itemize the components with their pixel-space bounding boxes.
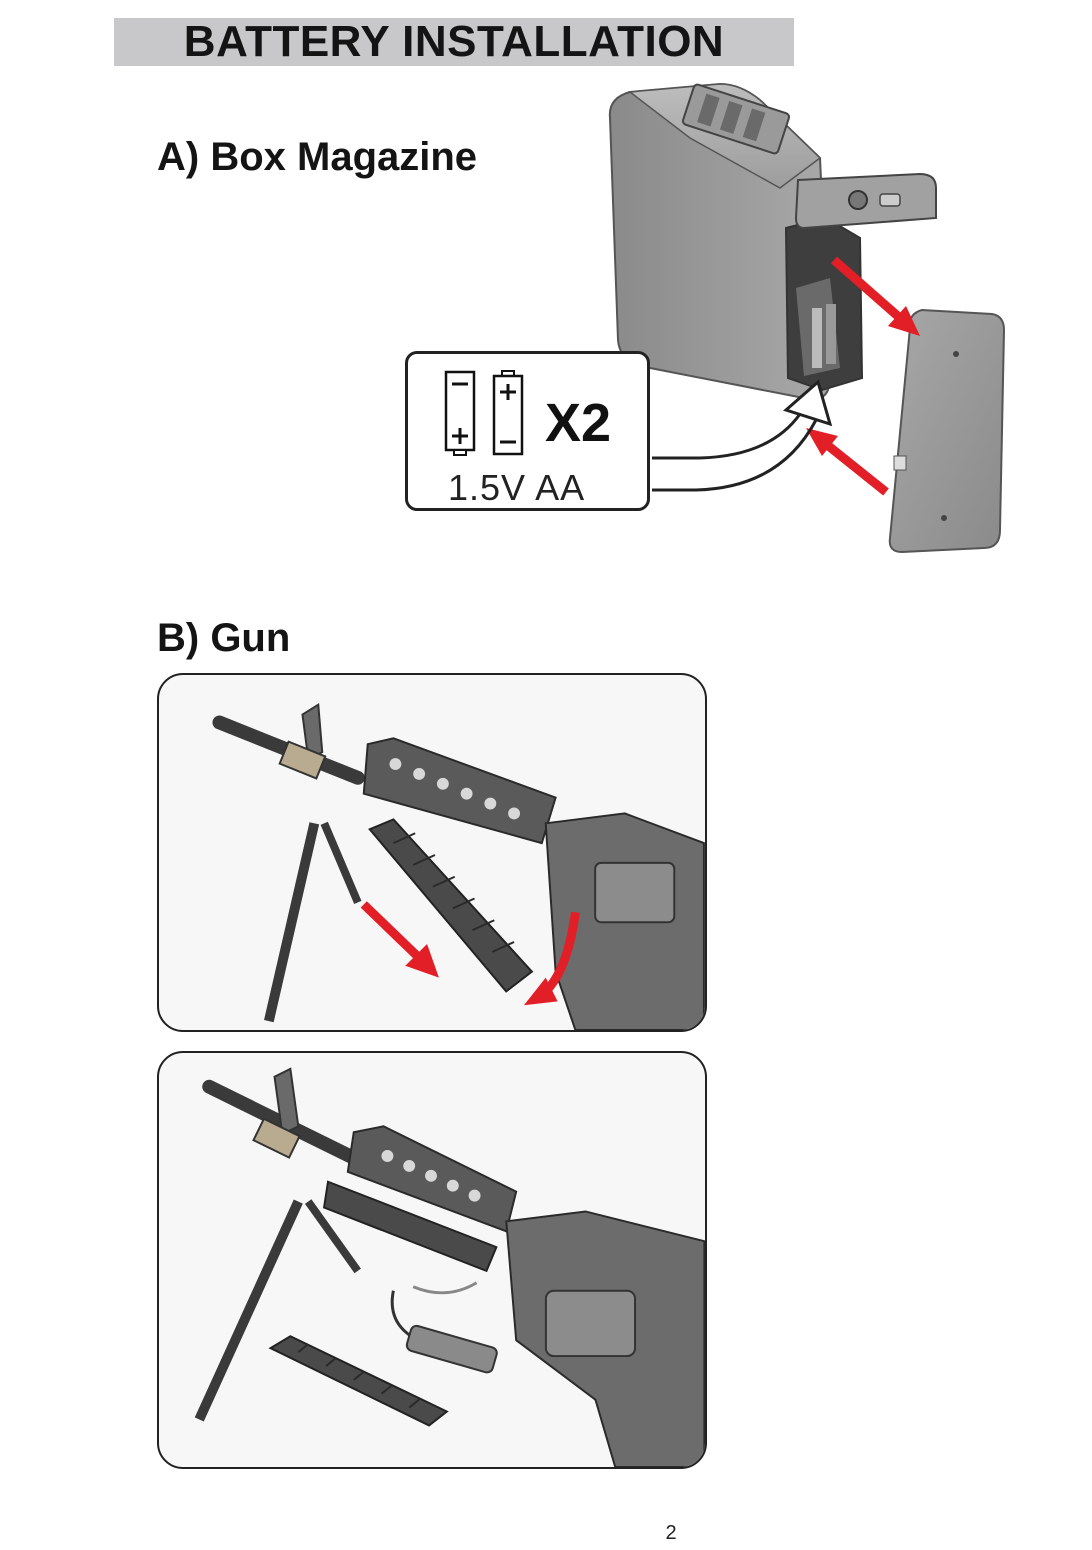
battery-icon [492,370,524,456]
section-heading-box-magazine: A) Box Magazine [157,135,478,179]
battery-spec: 1.5V AA [448,467,586,508]
callout-arrow-icon [652,379,833,492]
red-arrow-icon [523,911,580,1006]
title-bar: BATTERY INSTALLATION [114,18,794,66]
gun-photo-step-2 [157,1051,707,1469]
battery-icon [444,370,476,456]
gun-illustration [194,1067,705,1467]
page-title: BATTERY INSTALLATION [183,17,725,66]
gun-photo-step-1 [157,673,707,1032]
gun-illustration [212,702,705,1030]
page-number: 2 [665,1522,677,1544]
section-heading-gun: B) Gun [157,616,291,660]
box-magazine-illustration [608,82,1006,554]
battery-callout: X2 1.5V AA [405,351,650,511]
red-arrow-icon [806,428,889,496]
battery-quantity: X2 [545,393,612,453]
red-arrow-icon [831,256,920,336]
red-arrow-icon [360,901,439,978]
